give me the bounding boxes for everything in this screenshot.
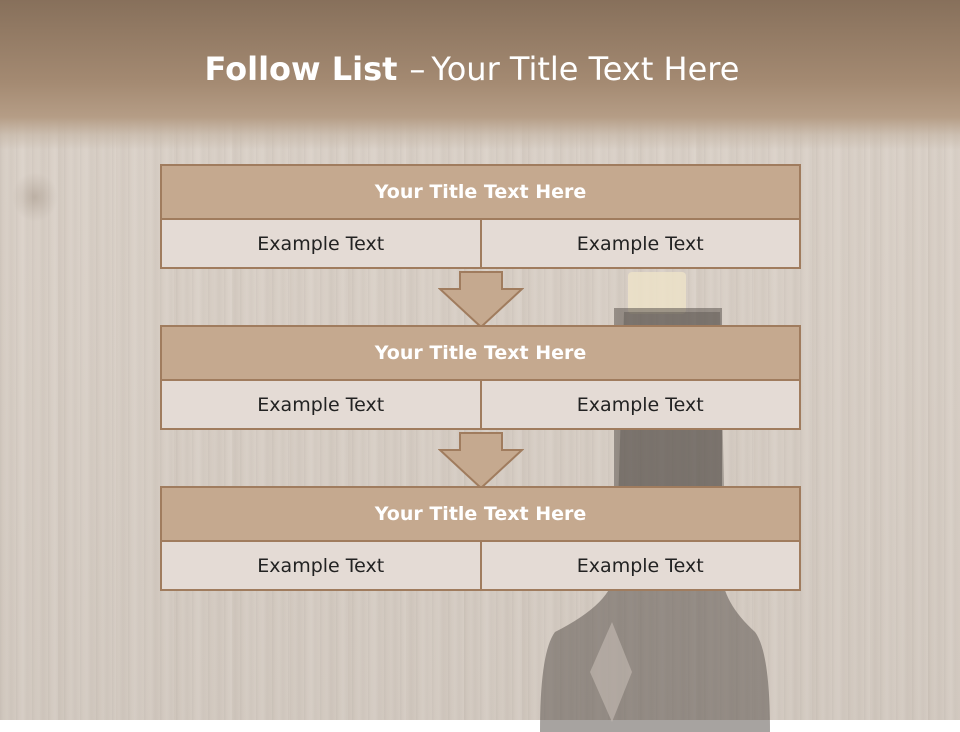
title-dash: –: [409, 50, 426, 88]
header-band: [0, 0, 960, 150]
block-row: Example Text Example Text: [160, 381, 801, 430]
list-block-1: Your Title Text Here Example Text Exampl…: [160, 164, 801, 269]
block-row: Example Text Example Text: [160, 542, 801, 591]
block-cell-left: Example Text: [162, 220, 480, 267]
block-cell-left: Example Text: [162, 381, 480, 428]
list-block-3: Your Title Text Here Example Text Exampl…: [160, 486, 801, 591]
wood-knot: [12, 172, 58, 222]
block-row: Example Text Example Text: [160, 220, 801, 269]
block-cell-right: Example Text: [479, 381, 799, 428]
page-title: Follow List–Your Title Text Here: [0, 50, 944, 88]
list-block-2: Your Title Text Here Example Text Exampl…: [160, 325, 801, 430]
block-title: Your Title Text Here: [160, 325, 801, 381]
block-cell-left: Example Text: [162, 542, 480, 589]
block-title: Your Title Text Here: [160, 164, 801, 220]
title-rest: Your Title Text Here: [431, 50, 740, 88]
title-strong: Follow List: [204, 50, 398, 88]
down-arrow-icon: [438, 271, 524, 329]
block-cell-right: Example Text: [479, 220, 799, 267]
block-title: Your Title Text Here: [160, 486, 801, 542]
block-cell-right: Example Text: [479, 542, 799, 589]
down-arrow-icon: [438, 432, 524, 490]
